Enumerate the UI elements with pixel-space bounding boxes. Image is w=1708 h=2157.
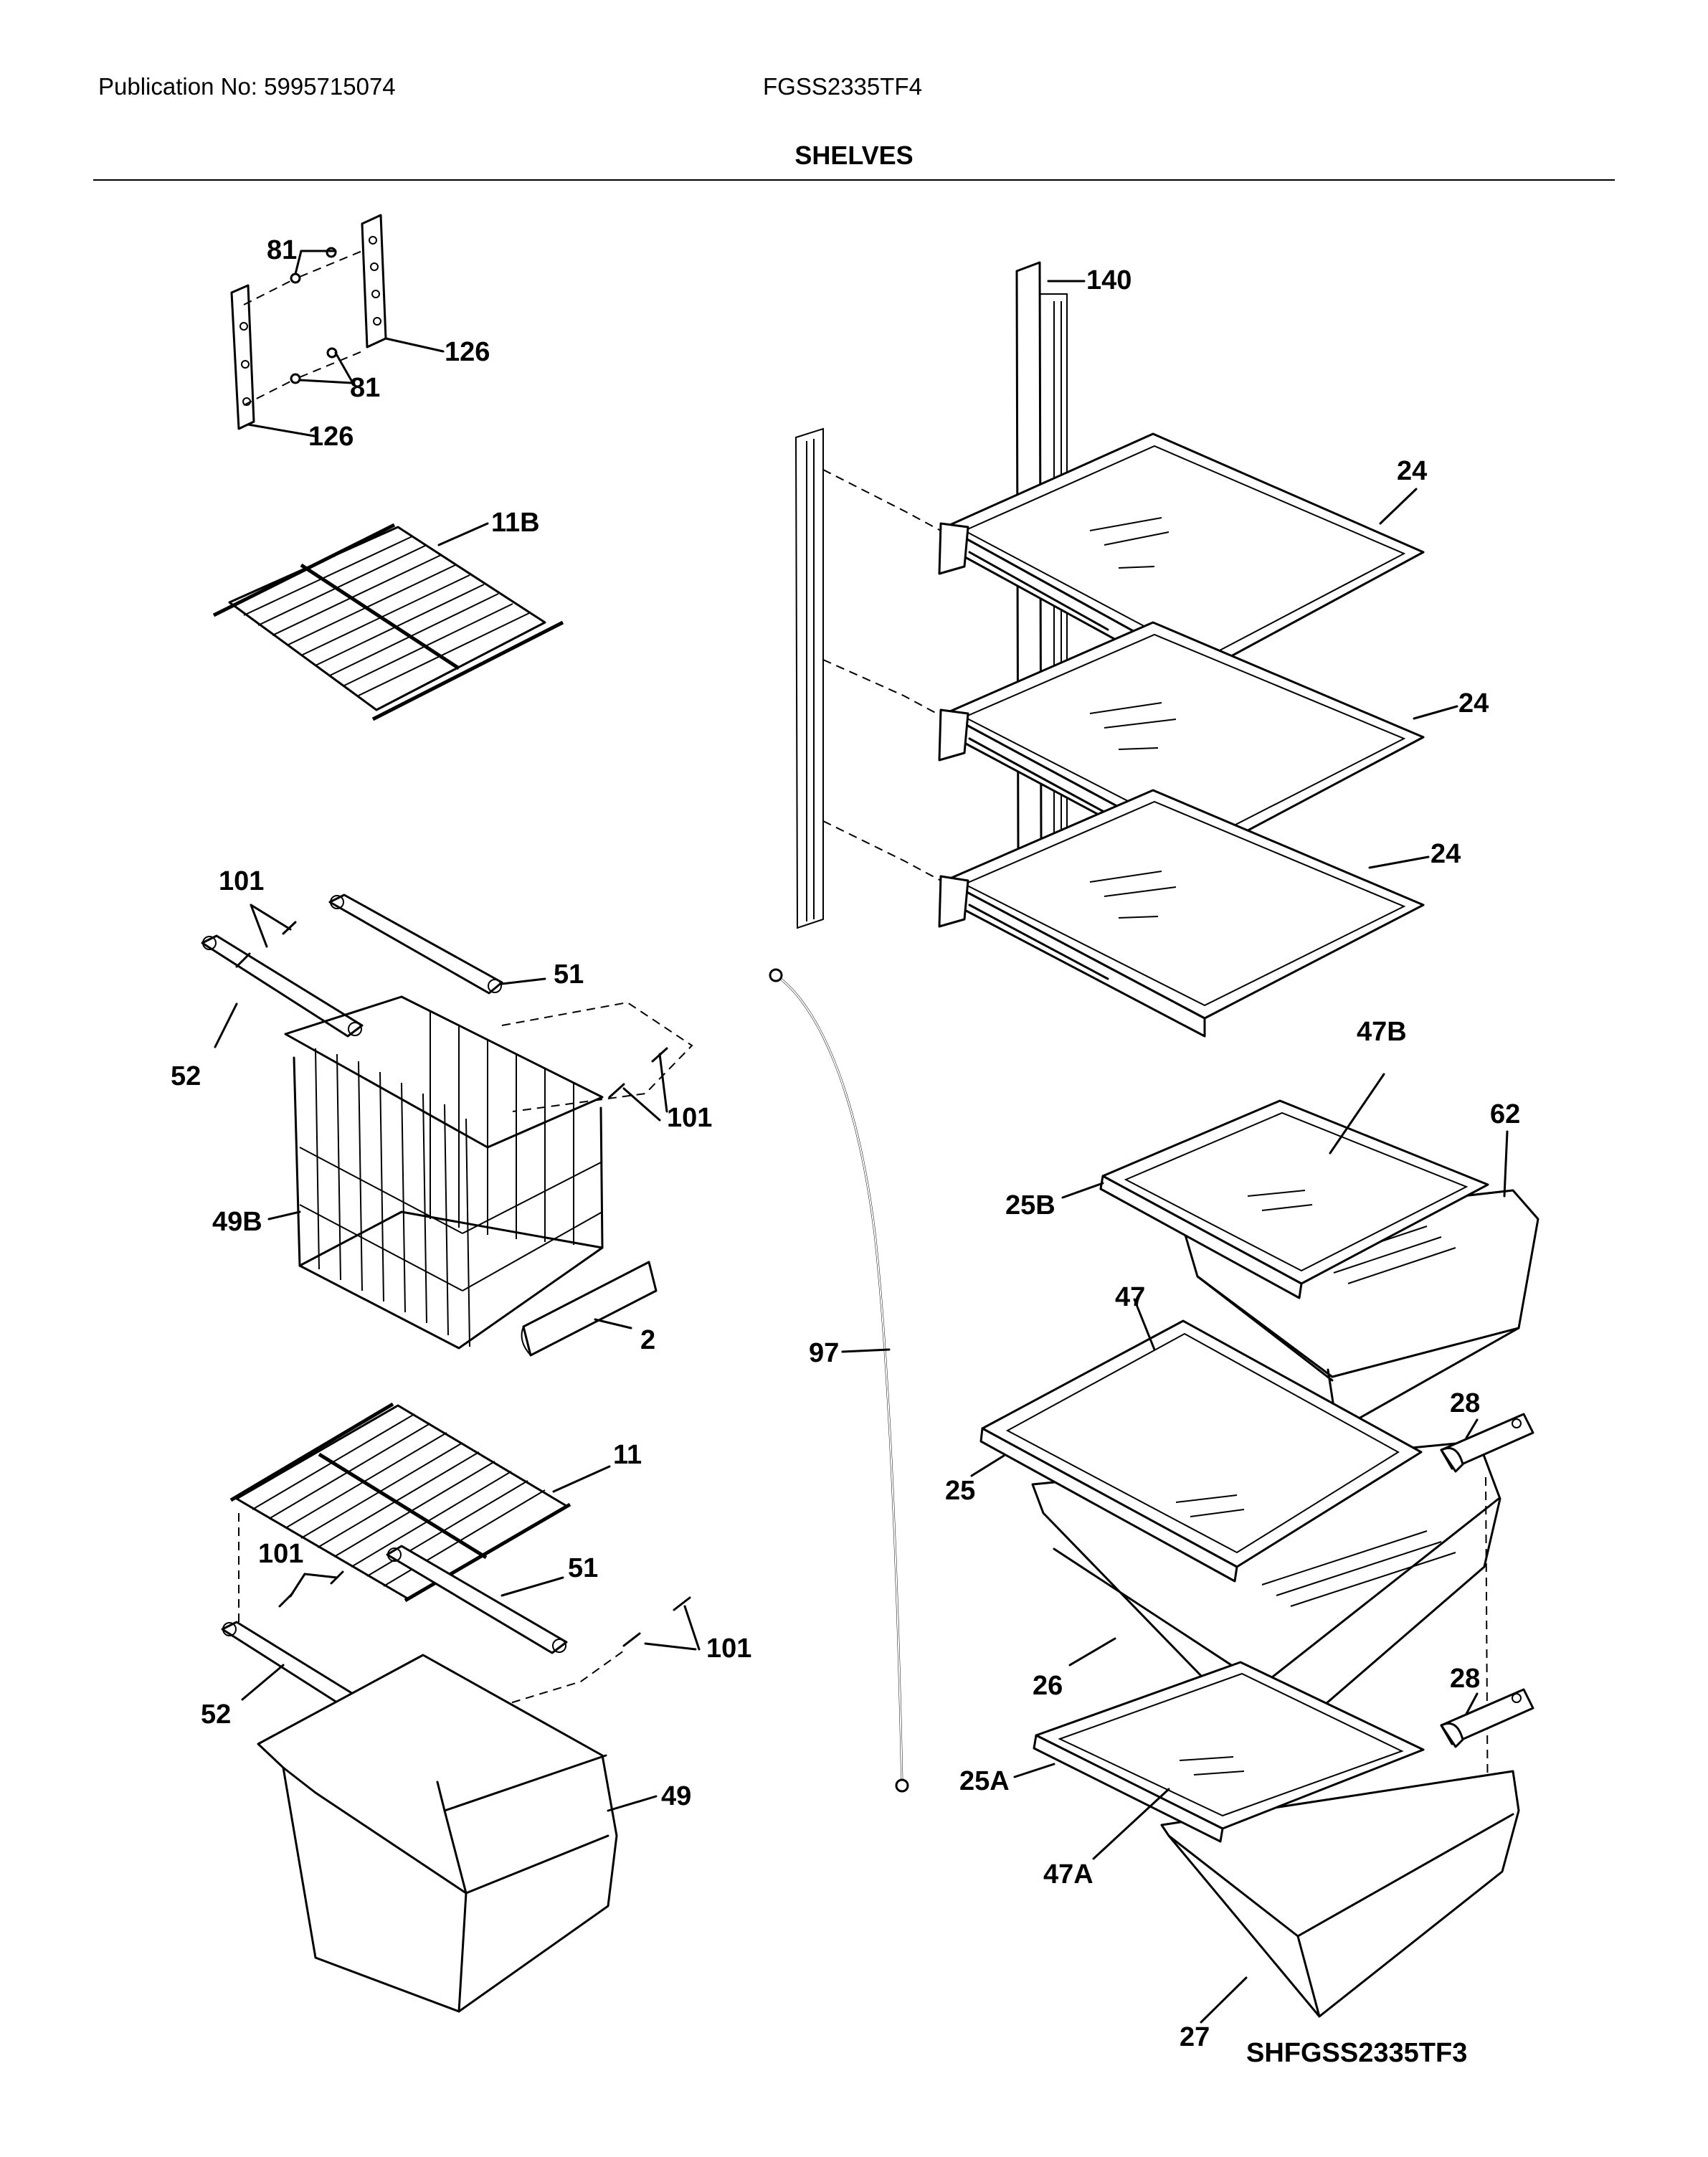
header-rule	[93, 179, 1615, 181]
part-51-upper-slide	[328, 893, 503, 995]
callout-11b: 11B	[491, 508, 540, 538]
callout-101-upper-right: 101	[667, 1103, 713, 1133]
part-49b-wire-basket	[284, 995, 604, 1350]
part-11-wire-shelf	[229, 1402, 571, 1603]
callout-25: 25	[945, 1476, 976, 1506]
part-28-clip-upper	[1440, 1413, 1534, 1473]
callout-126-right: 126	[445, 337, 490, 367]
part-126-left-bracket	[230, 284, 255, 430]
leader-lines-47b	[1061, 1073, 1509, 1199]
part-11b-wire-shelf	[212, 523, 564, 721]
leader-lines-bottom-crisper	[1013, 1692, 1479, 2024]
page-title: SHELVES	[794, 141, 914, 170]
callout-97: 97	[809, 1338, 840, 1368]
callout-62: 62	[1490, 1099, 1521, 1129]
callout-51-lower: 51	[568, 1553, 599, 1583]
callout-140: 140	[1086, 265, 1132, 295]
part-101-screws-lower	[278, 1570, 701, 1651]
part-24-glass-shelf-bottom	[938, 789, 1425, 1038]
left-shelf-rail	[794, 427, 824, 929]
callout-24-top: 24	[1397, 456, 1428, 486]
shelf-dashed-alignment	[822, 469, 941, 881]
part-81-screws	[243, 247, 363, 406]
callout-101-lower-left: 101	[258, 1539, 304, 1569]
callout-81-lower: 81	[350, 373, 381, 403]
model-number: FGSS2335TF4	[763, 73, 922, 100]
basket-dashed-alignment	[501, 1001, 693, 1112]
part-47b-glass-cover	[1099, 1099, 1489, 1299]
callout-47b: 47B	[1357, 1017, 1407, 1047]
callout-101-lower-right: 101	[706, 1634, 752, 1664]
part-47-glass-cover	[979, 1319, 1423, 1583]
part-101-screws-upper	[235, 904, 668, 1122]
callout-47a: 47A	[1043, 1859, 1093, 1890]
callout-28-lower: 28	[1450, 1664, 1481, 1694]
callout-52-lower: 52	[201, 1699, 232, 1730]
callout-2: 2	[640, 1325, 656, 1355]
callout-25b: 25B	[1005, 1190, 1055, 1220]
callout-24-bottom: 24	[1431, 839, 1461, 869]
part-27-crisper-drawer-bottom	[1160, 1770, 1520, 2018]
part-51-lower-slide	[386, 1545, 568, 1654]
callout-11: 11	[613, 1440, 642, 1470]
callout-51-upper: 51	[554, 959, 584, 990]
publication-number: Publication No: 5995715074	[98, 73, 396, 100]
leader-lines-24	[1368, 488, 1458, 869]
leader-lines-basket	[214, 977, 632, 1329]
callout-25a: 25A	[959, 1766, 1010, 1796]
callout-47: 47	[1115, 1282, 1146, 1312]
callout-26: 26	[1033, 1671, 1063, 1701]
part-28-clip-lower	[1440, 1688, 1534, 1748]
callout-28-upper: 28	[1450, 1388, 1481, 1418]
leader-lines-47	[970, 1298, 1489, 1836]
part-97-tube	[769, 968, 909, 1793]
callout-27: 27	[1180, 2022, 1210, 2052]
callout-52-upper: 52	[171, 1061, 201, 1091]
leader-lines-top-left	[247, 250, 445, 437]
part-126-right-bracket	[361, 214, 387, 349]
diagram-code: SHFGSS2335TF3	[1246, 2038, 1468, 2068]
part-2-basket-trim	[521, 1261, 658, 1357]
leader-lines-lower-slides	[241, 1576, 564, 1701]
callout-49b: 49B	[212, 1207, 262, 1237]
callout-24-middle: 24	[1458, 688, 1489, 719]
callout-81-upper: 81	[267, 235, 298, 265]
callout-101-upper-left: 101	[219, 866, 265, 896]
callout-126-left: 126	[308, 422, 354, 452]
part-52-upper-slide	[201, 934, 364, 1038]
part-49-freezer-bin	[257, 1654, 618, 2013]
callout-49: 49	[661, 1781, 692, 1811]
